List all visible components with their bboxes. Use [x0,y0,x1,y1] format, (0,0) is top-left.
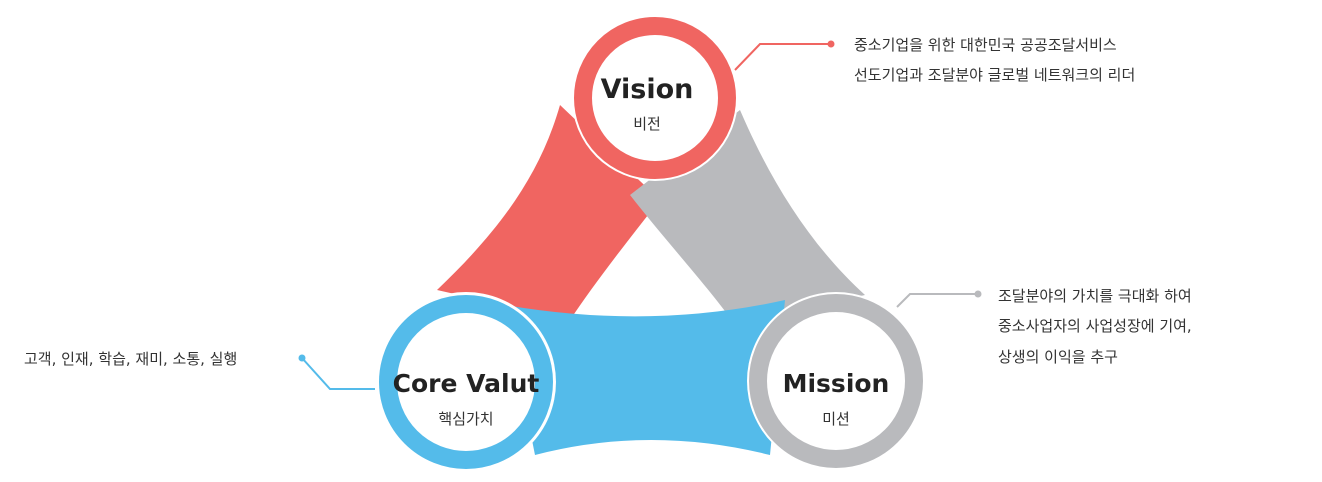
core-desc-line-1: 고객, 인재, 학습, 재미, 소통, 실행 [24,350,237,368]
vision-description: 중소기업을 위한 대한민국 공공조달서비스 선도기업과 조달분야 글로벌 네트워… [854,36,1135,84]
mission-description: 조달분야의 가치를 극대화 하여 중소사업자의 사업성장에 기여, 상생의 이익… [998,287,1192,366]
vision-desc-line-2: 선도기업과 조달분야 글로벌 네트워크의 리더 [854,66,1135,84]
vision-connector [734,40,835,71]
mission-title: Mission [783,369,890,398]
mission-desc-line-1: 조달분야의 가치를 극대화 하여 [998,287,1192,305]
vision-subtitle: 비전 [633,115,661,133]
mission-desc-line-3: 상생의 이익을 추구 [998,348,1118,366]
core-mission-band [505,300,785,455]
vision-node: Vision 비전 [572,15,738,181]
mission-subtitle: 미션 [822,410,850,428]
core-title: Core Valut [393,369,540,398]
mission-connector [896,290,982,308]
vision-title: Vision [601,74,694,105]
core-description: 고객, 인재, 학습, 재미, 소통, 실행 [24,350,237,368]
core-node: Core Valut 핵심가치 [376,292,556,472]
vision-desc-line-1: 중소기업을 위한 대한민국 공공조달서비스 [854,36,1117,54]
core-subtitle: 핵심가치 [438,410,493,428]
mission-desc-line-2: 중소사업자의 사업성장에 기여, [998,317,1192,335]
mission-node: Mission 미션 [747,292,925,470]
core-connector [298,354,375,390]
